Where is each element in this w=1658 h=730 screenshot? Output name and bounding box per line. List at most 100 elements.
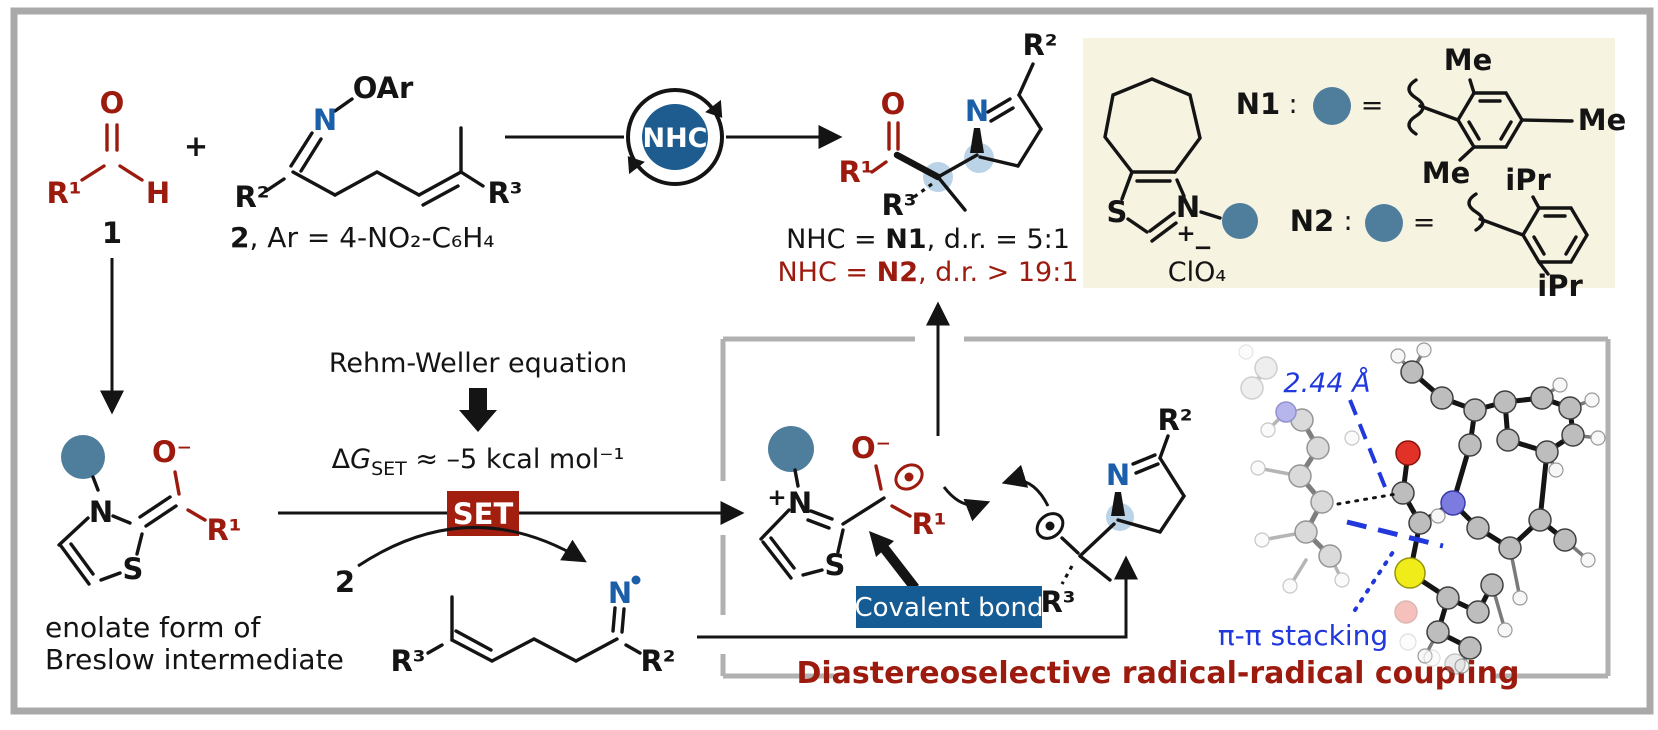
cycle-arrowhead-icon <box>627 156 645 175</box>
product-n-label: N <box>965 94 989 128</box>
breslow-n-label: N <box>89 495 113 529</box>
pi-stacking-label: π-π stacking <box>1218 619 1388 652</box>
catalyst-panel: S N + − ClO₄ N1 : = Me Me Me N2 <box>1083 38 1626 303</box>
curved-arrow-from-2 <box>357 526 587 568</box>
arrow-iminyl-to-coupling <box>697 555 1138 639</box>
coupling-fishhook-right <box>1001 464 1050 507</box>
oxime-r2-label: R² <box>234 180 269 214</box>
catalyst-panel-background <box>1083 38 1615 288</box>
n-substituent-circle <box>61 435 105 479</box>
product-r3-label: R³ <box>881 188 916 222</box>
model-sulfur-atom <box>1394 557 1426 589</box>
ketyl-plus-charge: + <box>767 485 786 511</box>
transition-state-model: 2.44 Å π-π stacking <box>1218 342 1606 675</box>
iminyl-r2-label: R² <box>640 644 675 678</box>
block-down-arrow-icon <box>459 388 497 432</box>
radical-dot <box>904 472 914 482</box>
stacking-dashed-line <box>1346 519 1444 549</box>
product-o-label: O <box>881 87 906 121</box>
compound-1-number: 1 <box>102 216 122 250</box>
n2-ipr-top: iPr <box>1505 163 1551 197</box>
distance-dashed-line <box>1348 399 1387 488</box>
figure-border <box>10 7 1654 715</box>
set-box-label: SET <box>453 497 514 531</box>
oxime-oar-label: OAr <box>353 71 414 105</box>
n1-circle <box>1313 87 1351 125</box>
n1-me-right: Me <box>1578 103 1627 137</box>
delta-g-label: ΔGSET ≈ –5 kcal mol⁻¹ <box>332 444 625 480</box>
breslow-caption-line1: enolate form of <box>45 611 261 644</box>
breslow-caption-line2: Breslow intermediate <box>45 643 344 676</box>
product-r2-label: R² <box>1022 28 1057 62</box>
n2-definition: N2 : = iPr iPr <box>1290 163 1589 303</box>
compound-2-ar-note: 2, Ar = 4-NO₂-C₆H₄ <box>230 221 495 254</box>
breslow-o-minus-label: O⁻ <box>152 435 192 469</box>
aldehyde-r1-label: R¹ <box>46 176 81 210</box>
covalent-bond-arrowhead <box>869 531 894 557</box>
n2-ipr-bottom: iPr <box>1537 269 1583 303</box>
squiggle-bond <box>1467 192 1485 232</box>
thiazolium-plus-charge: + <box>1176 221 1195 247</box>
covalent-bond-arrow <box>880 545 919 591</box>
ketyl-radical-structure: + N S O⁻ R¹ Covalent bond <box>759 426 1044 628</box>
nhc-badge <box>642 104 708 170</box>
thiazolium-n-label: N <box>1176 190 1200 224</box>
alkyl-n-label: N <box>1106 458 1130 492</box>
oxime-n-label: N <box>313 103 337 137</box>
ketyl-n-label: N <box>788 486 812 520</box>
compound-2-reference: 2 <box>335 565 355 599</box>
ketyl-s-label: S <box>825 548 846 582</box>
model-very-faded-fragment <box>1238 344 1278 400</box>
n2-circle <box>1365 204 1403 242</box>
distance-label: 2.44 Å <box>1283 367 1370 399</box>
ketyl-r1-label: R¹ <box>911 507 946 541</box>
n1-equals: = <box>1361 90 1384 121</box>
aldehyde-o-label: O <box>100 86 125 120</box>
covalent-bond-box <box>856 586 1042 628</box>
dr-result-n1: NHC = N1, d.r. = 5:1 <box>786 224 1070 255</box>
ketyl-o-minus-label: O⁻ <box>851 431 891 465</box>
oxime-structure: N OAr R² R³ 2, Ar = 4-NO₂-C₆H₄ <box>230 71 523 254</box>
product-r1-label: R¹ <box>838 155 873 189</box>
model-oxygen-atom <box>1395 440 1421 466</box>
cycle-arrowhead-icon <box>705 99 723 118</box>
coupling-fishhook-left <box>942 486 991 522</box>
n1-name: N1 <box>1236 87 1280 121</box>
stacking-dotted-line <box>1353 550 1395 612</box>
aldehyde-h-label: H <box>146 176 170 210</box>
n-substituent-circle <box>768 426 814 472</box>
dr-result-n2: NHC = N2, d.r. > 19:1 <box>777 257 1078 288</box>
contact-dotted-line <box>1336 492 1398 506</box>
radical-dot <box>1045 521 1055 531</box>
n-substituent-circle <box>1222 203 1258 239</box>
oxime-r3-label: R³ <box>487 176 522 210</box>
nhc-badge-label: NHC <box>642 123 707 154</box>
wedge-bond <box>1111 492 1125 516</box>
alkyl-r2-label: R² <box>1157 403 1192 437</box>
iminyl-n-label: N <box>608 576 632 610</box>
reaction-arrow: NHC <box>505 88 843 186</box>
alkyl-r3-label: R³ <box>1040 585 1075 619</box>
set-step: Rehm-Weller equation ΔGSET ≈ –5 kcal mol… <box>278 348 745 599</box>
counterion-label: ClO₄ <box>1168 257 1226 288</box>
model-faded-fragment <box>1250 401 1360 594</box>
thiazolium-s-label: S <box>1107 195 1128 229</box>
n2-name: N2 <box>1290 204 1334 238</box>
iminyl-r3-label: R³ <box>390 644 425 678</box>
rehm-weller-label: Rehm-Weller equation <box>329 348 627 379</box>
coupling-caption: Diastereoselective radical-radical coupl… <box>796 656 1519 691</box>
covalent-bond-label: Covalent bond <box>855 593 1044 623</box>
product-structure: O R¹ R³ N R² <box>838 28 1057 222</box>
n1-me-top: Me <box>1444 43 1493 77</box>
alkyl-radical-structure: N R² R³ <box>1035 403 1193 619</box>
n1-me-bottom: Me <box>1422 156 1471 190</box>
counterion-minus-charge: − <box>1193 235 1212 261</box>
breslow-enolate-structure: N S O⁻ R¹ enolate form of Breslow interm… <box>45 435 344 676</box>
plus-sign: + <box>184 129 208 163</box>
n2-colon: : <box>1343 206 1352 237</box>
breslow-s-label: S <box>123 552 144 586</box>
n2-equals: = <box>1413 207 1436 238</box>
dr-results: NHC = N1, d.r. = 5:1 NHC = N2, d.r. > 19… <box>777 224 1078 288</box>
model-nitrogen-atom <box>1440 490 1466 516</box>
